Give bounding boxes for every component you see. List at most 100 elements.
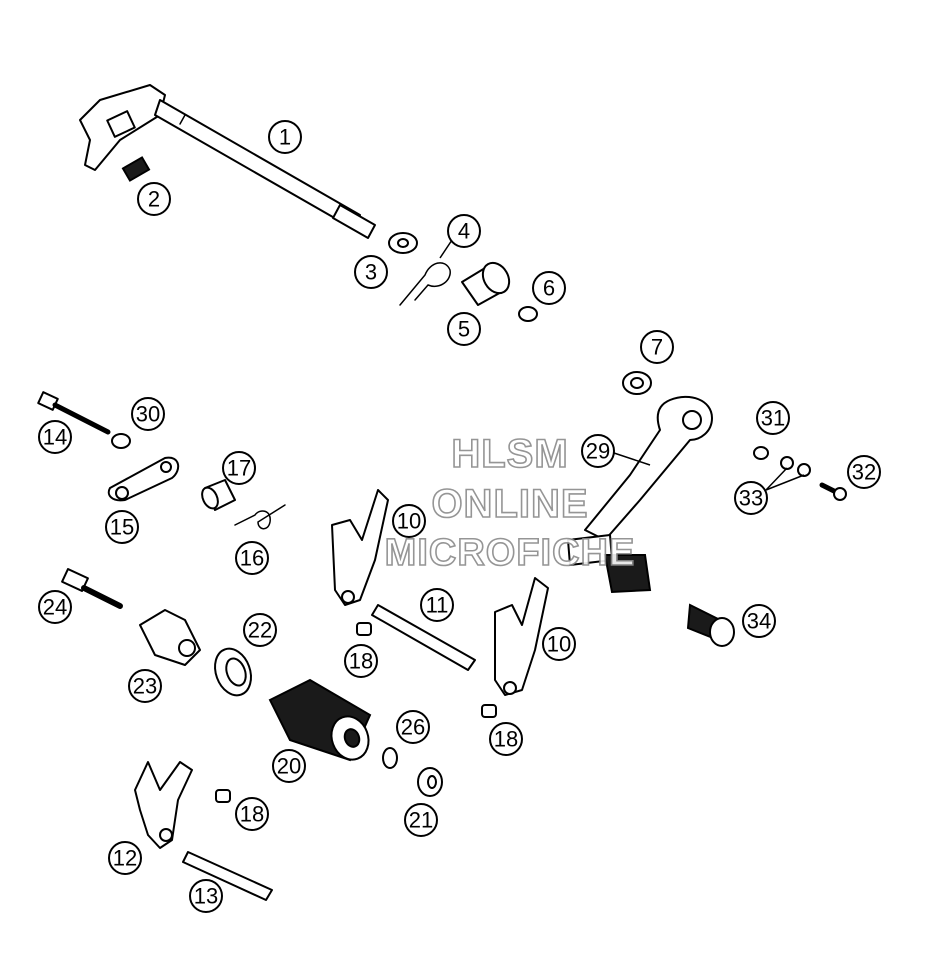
svg-text:10: 10	[547, 632, 571, 657]
leader-4	[439, 239, 453, 259]
callout-15: 15	[105, 510, 139, 544]
part-shift-fork-10b	[494, 577, 549, 696]
svg-text:31: 31	[761, 406, 785, 431]
part-washer-3-hole	[397, 238, 409, 248]
part-spring-2	[121, 156, 151, 182]
part-drum-locator-23	[139, 609, 201, 666]
callout-12: 12	[108, 841, 142, 875]
svg-text:15: 15	[110, 515, 134, 540]
part-rubber-34	[686, 603, 735, 647]
callout-18b: 18	[489, 722, 523, 756]
svg-text:21: 21	[409, 808, 433, 833]
callout-7: 7	[640, 330, 674, 364]
part-lever-15	[107, 456, 180, 502]
svg-text:18: 18	[494, 727, 518, 752]
callout-1: 1	[268, 120, 302, 154]
svg-text:33: 33	[739, 486, 763, 511]
part-bolt-14	[37, 391, 111, 435]
part-washer-26	[382, 747, 398, 769]
callout-3: 3	[354, 255, 388, 289]
callout-14: 14	[38, 420, 72, 454]
part-pin-18c	[215, 789, 231, 803]
svg-text:32: 32	[852, 460, 876, 485]
callout-10b: 10	[542, 627, 576, 661]
callout-24: 24	[38, 590, 72, 624]
svg-text:11: 11	[426, 593, 449, 618]
watermark-line-1: HLSM	[451, 431, 569, 477]
callout-31: 31	[756, 401, 790, 435]
svg-text:30: 30	[136, 402, 160, 427]
callout-18a: 18	[344, 644, 378, 678]
svg-text:10: 10	[397, 509, 421, 534]
part-fork-shaft-11	[371, 604, 476, 671]
callout-22: 22	[243, 613, 277, 647]
callout-4: 4	[447, 214, 481, 248]
callout-10a: 10	[392, 504, 426, 538]
part-pin-18b	[481, 704, 497, 718]
callout-23: 23	[128, 669, 162, 703]
part-washer-31	[753, 446, 769, 460]
part-screw-32	[819, 482, 847, 501]
svg-text:3: 3	[365, 260, 377, 285]
part-bearing-22	[214, 647, 252, 697]
callout-20: 20	[272, 749, 306, 783]
svg-text:20: 20	[277, 754, 301, 779]
part-shift-fork-12	[134, 761, 193, 849]
svg-text:18: 18	[240, 802, 264, 827]
svg-text:6: 6	[543, 276, 555, 301]
callout-17: 17	[222, 451, 256, 485]
svg-text:7: 7	[651, 335, 663, 360]
callout-6: 6	[532, 271, 566, 305]
svg-text:14: 14	[43, 425, 67, 450]
svg-text:23: 23	[133, 674, 157, 699]
callout-18c: 18	[235, 797, 269, 831]
svg-text:4: 4	[458, 219, 470, 244]
callout-34: 34	[742, 604, 776, 638]
leader-33a	[765, 467, 788, 491]
part-seal-7-hole	[630, 377, 644, 389]
part-ring-6	[518, 306, 538, 322]
leader-33b	[765, 474, 805, 491]
part-shift-shaft	[79, 84, 376, 239]
callout-16: 16	[235, 541, 269, 575]
callout-11: 11	[420, 588, 454, 622]
watermark-line-2: ONLINE	[431, 481, 589, 527]
part-shift-fork-10a	[331, 489, 389, 606]
callout-32: 32	[847, 455, 881, 489]
svg-text:16: 16	[240, 546, 264, 571]
svg-text:1: 1	[279, 125, 291, 150]
callout-21: 21	[404, 803, 438, 837]
callout-30: 30	[131, 397, 165, 431]
part-washer-33b	[797, 463, 811, 477]
part-fork-shaft-13	[182, 851, 273, 901]
watermark-line-3: MICROFICHE	[384, 531, 636, 575]
svg-text:22: 22	[248, 618, 272, 643]
part-bolt-24	[61, 568, 123, 609]
part-washer-30	[111, 433, 131, 449]
callout-26: 26	[396, 710, 430, 744]
leader-29	[613, 452, 651, 466]
callout-2: 2	[137, 182, 171, 216]
svg-text:34: 34	[747, 609, 771, 634]
part-bushing-5	[461, 261, 511, 306]
part-bushing-21	[417, 767, 443, 797]
part-pin-18a	[356, 622, 372, 636]
svg-text:17: 17	[227, 456, 251, 481]
svg-text:18: 18	[349, 649, 373, 674]
svg-text:2: 2	[148, 187, 160, 212]
part-washer-33a	[780, 456, 794, 470]
callout-5: 5	[447, 312, 481, 346]
part-clip-4	[399, 262, 451, 306]
callout-13: 13	[189, 879, 223, 913]
callout-29: 29	[581, 434, 615, 468]
part-roller-17	[201, 479, 236, 511]
svg-text:5: 5	[458, 317, 470, 342]
callout-33: 33	[734, 481, 768, 515]
svg-text:29: 29	[586, 439, 610, 464]
svg-text:13: 13	[194, 884, 218, 909]
svg-text:26: 26	[401, 715, 425, 740]
part-shift-lever-29	[567, 395, 713, 594]
part-shift-drum-20	[268, 678, 372, 762]
part-spring-16	[234, 504, 286, 530]
